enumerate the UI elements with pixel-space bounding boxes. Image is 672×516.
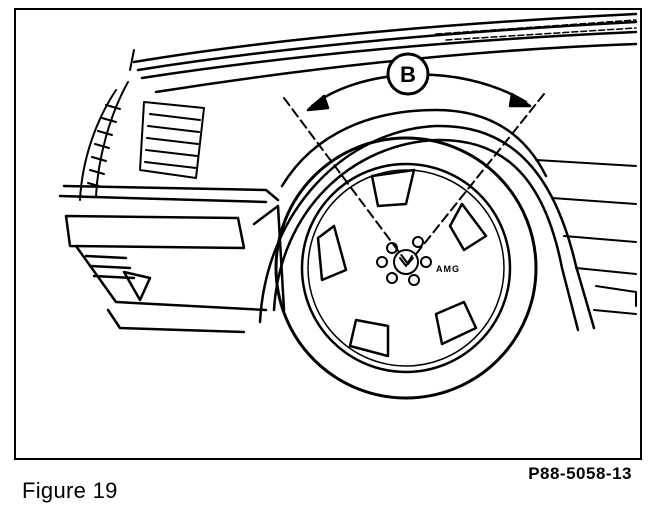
arrow-left (306, 94, 330, 112)
spoke-windows (316, 168, 488, 358)
wheel (274, 136, 538, 400)
hood-hatching (435, 19, 637, 41)
angle-label: B (386, 52, 430, 96)
indicator-light (139, 101, 205, 179)
part-code: P88-5058-13 (528, 464, 632, 483)
hood-lines (132, 12, 638, 94)
front-bumper (58, 184, 286, 334)
wheel-brand-text: AMG (436, 264, 460, 274)
figure-frame: AMG B (14, 8, 642, 460)
wheel-hub (376, 236, 432, 286)
angle-lines (283, 93, 545, 265)
rim-outer (300, 162, 512, 374)
figure-caption: Figure 19 (22, 478, 118, 503)
tire-outer (274, 136, 538, 400)
headlight-grille (79, 49, 135, 201)
body-side (535, 159, 637, 315)
arrow-right (508, 92, 532, 108)
wheel-arch-diagram: AMG B (58, 12, 638, 400)
wheel-arch (258, 108, 596, 332)
svg-text:B: B (400, 62, 416, 87)
